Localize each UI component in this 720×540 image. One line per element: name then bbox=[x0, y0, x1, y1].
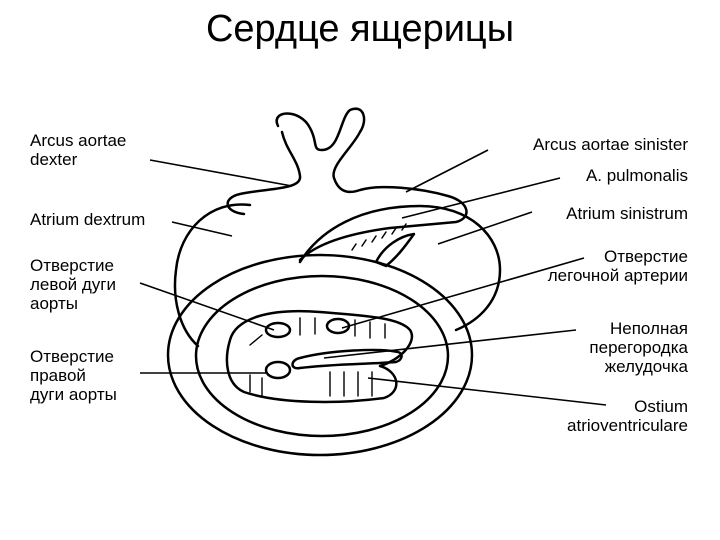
ventricle-outer bbox=[166, 253, 474, 457]
left-arch-opening-2 bbox=[325, 317, 351, 335]
ventricle-inner bbox=[194, 274, 450, 438]
aortic-arches-inner bbox=[226, 130, 302, 216]
ventricle-cavity bbox=[225, 309, 414, 404]
label-incomplete-septum: Неполная перегородка желудочка bbox=[589, 319, 688, 376]
septum-shape bbox=[291, 348, 403, 370]
leader-lines bbox=[139, 149, 607, 406]
label-arcus-aortae-dexter: Arcus aortae dexter bbox=[30, 131, 127, 169]
label-right-arch-opening: Отверстие правой дуги аорты bbox=[30, 347, 117, 404]
label-atrium-sinistrum: Atrium sinistrum bbox=[566, 204, 688, 223]
cavity-hatching bbox=[249, 317, 386, 397]
right-arch-opening-shape bbox=[264, 360, 292, 380]
label-ostium-atrioventriculare: Ostium atrioventriculare bbox=[567, 397, 688, 435]
label-atrium-dextrum: Atrium dextrum bbox=[30, 210, 146, 229]
label-arcus-aortae-sinister: Arcus aortae sinister bbox=[533, 135, 688, 154]
left-arch-opening-shape bbox=[264, 321, 292, 339]
label-pulmonary-opening: Отверстие легочной артерии bbox=[547, 247, 688, 285]
atrium-sinistrum-shape bbox=[298, 204, 502, 332]
atrioventricular-flap bbox=[374, 232, 416, 268]
aortic-arches-shape bbox=[275, 107, 468, 262]
atrium-dextrum-shape bbox=[173, 203, 252, 348]
ridge-edge bbox=[351, 223, 407, 251]
label-a-pulmonalis: A. pulmonalis bbox=[585, 166, 688, 185]
label-left-arch-opening: Отверстие левой дуги аорты bbox=[30, 256, 117, 313]
page-title: Сердце ящерицы bbox=[205, 8, 515, 50]
